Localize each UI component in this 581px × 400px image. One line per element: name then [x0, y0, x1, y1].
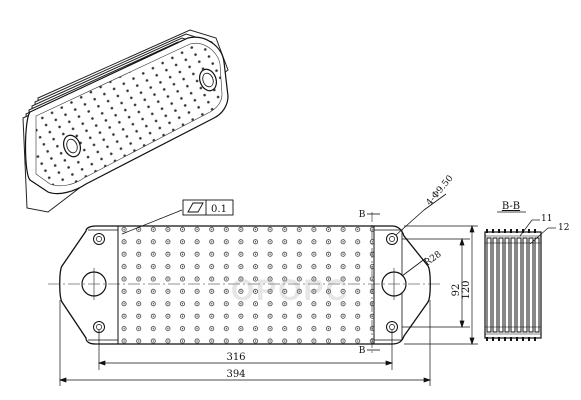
section-letter: B [359, 346, 366, 356]
isometric-view [22, 29, 229, 213]
front-view [48, 212, 440, 356]
section-bottom-teeth [486, 337, 536, 341]
section-plates [486, 237, 540, 333]
section-view: B-B [484, 201, 569, 341]
section-letter: B [359, 210, 366, 220]
flatness-callout: 0.1 [121, 199, 234, 235]
part-number-11: 11 [541, 214, 552, 224]
watermark: OPOPC [231, 274, 349, 307]
hole-callout-text: 4-Φ9.50 [425, 174, 456, 208]
section-marker-top: B [359, 210, 380, 220]
section-title: B-B [502, 201, 520, 212]
radius-text: R28 [423, 249, 444, 268]
part-number-12: 12 [558, 223, 569, 233]
flatness-symbol-icon [187, 202, 204, 213]
dim-hole-spacing: 316 [226, 352, 245, 363]
section-top-teeth [486, 229, 536, 233]
dim-total-height: 120 [461, 280, 472, 299]
flatness-value: 0.1 [211, 204, 227, 215]
dim-overall-length: 394 [226, 369, 245, 380]
section-marker-bottom: B [359, 346, 380, 356]
horizontal-dimensions [58, 300, 432, 386]
dim-center-height: 92 [451, 284, 462, 297]
vertical-dimensions [402, 224, 478, 346]
